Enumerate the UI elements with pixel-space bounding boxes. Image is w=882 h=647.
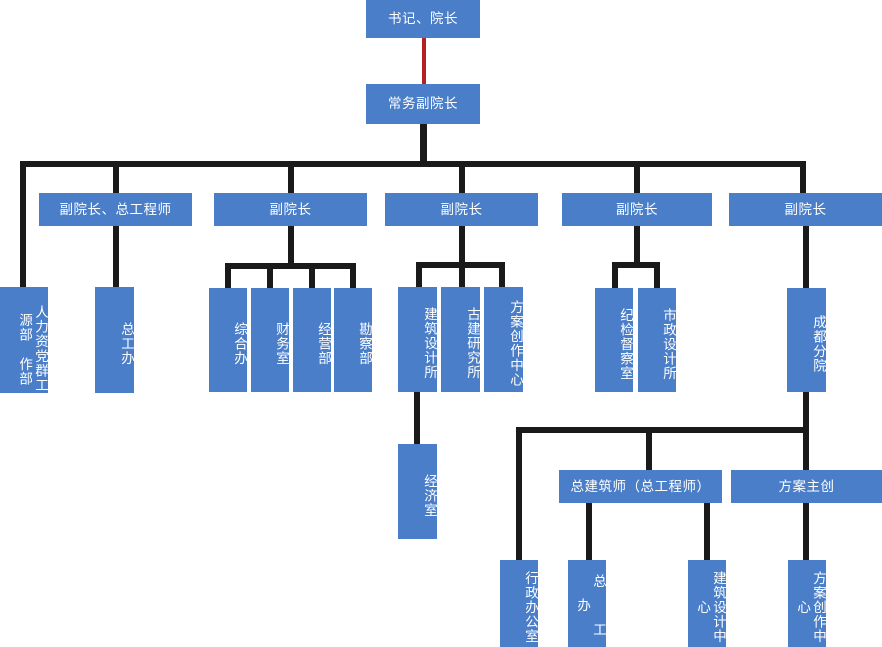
- node-vp-chief-engineer[interactable]: 副院长、总工程师: [39, 193, 192, 226]
- node-branch-chief-engineer-office[interactable]: 总 工 办: [568, 560, 606, 647]
- node-vice-president-3[interactable]: 副院长: [385, 193, 538, 226]
- node-executive-vice-president[interactable]: 常务副院长: [366, 84, 480, 124]
- node-general-office[interactable]: 综合办: [209, 288, 247, 392]
- node-municipal-design-institute[interactable]: 市政设计所: [638, 288, 676, 392]
- node-hr-dept-label: 人力资源部: [17, 305, 48, 349]
- connector-bus-drop-vp4: [634, 161, 640, 194]
- connector-chief-architect-to-branch-chief-engineer-office: [586, 503, 592, 560]
- connector-bus-drop-party-hr: [20, 161, 26, 287]
- connector-vp3-drop-ancient-architecture-institute: [459, 262, 465, 288]
- connector-vp2-drop-operations-dept: [309, 263, 315, 288]
- node-scheme-creation-center[interactable]: 方案创作中心: [484, 287, 523, 392]
- connector-bus-drop-vp1: [113, 161, 119, 194]
- connector-vp4-stem: [634, 226, 640, 266]
- node-survey-dept[interactable]: 勘察部: [334, 288, 372, 392]
- node-admin-office[interactable]: 行政办公室: [500, 560, 538, 647]
- node-chief-engineer-office[interactable]: 总工办: [95, 287, 134, 393]
- connector-branch-drop-scheme-lead: [803, 427, 809, 471]
- connector-chengdu-branch-bus: [516, 427, 809, 433]
- connector-president-to-exec-vp: [422, 38, 426, 84]
- node-secretary-president[interactable]: 书记、院长: [366, 0, 480, 38]
- node-discipline-inspection-office[interactable]: 纪检督察室: [595, 288, 633, 392]
- node-vice-president-2[interactable]: 副院长: [214, 193, 367, 226]
- connector-bus-drop-vp2: [288, 161, 294, 194]
- connector-branch-drop-chief-architect: [646, 427, 652, 471]
- connector-chief-architect-to-architecture-design-center: [704, 503, 710, 560]
- connector-vp3-stem: [459, 226, 465, 266]
- node-chengdu-branch[interactable]: 成都分院: [787, 288, 826, 392]
- connector-branch-drop-admin-office: [516, 427, 522, 560]
- connector-vp4-drop-discipline-inspection-office: [612, 262, 618, 288]
- node-ancient-architecture-institute[interactable]: 古建研究所: [441, 287, 480, 392]
- connector-vp-bus: [20, 161, 806, 167]
- connector-exec-vp-down: [420, 124, 427, 164]
- connector-vp2-drop-general-office: [225, 263, 231, 288]
- connector-vp4-drop-municipal-design-institute: [654, 262, 660, 288]
- node-scheme-lead[interactable]: 方案主创: [731, 470, 882, 503]
- node-party-work-and-hr-dept[interactable]: 人力资源部 党群工作部: [0, 287, 48, 393]
- connector-chengdu-branch-stem: [803, 392, 809, 432]
- node-architecture-design-institute[interactable]: 建筑设计所: [398, 287, 437, 392]
- node-operations-dept[interactable]: 经营部: [293, 288, 331, 392]
- connector-vp2-drop-finance-office: [267, 263, 273, 288]
- node-finance-office[interactable]: 财务室: [251, 288, 289, 392]
- connector-vp5-to-chengdu-branch: [803, 226, 809, 288]
- connector-architecture-institute-to-economics-office: [414, 392, 420, 445]
- node-vice-president-4[interactable]: 副院长: [562, 193, 712, 226]
- connector-vp1-to-chief-engineer-office: [113, 226, 119, 287]
- connector-vp2-stem: [288, 226, 294, 266]
- connector-vp4-bus: [612, 262, 660, 268]
- connector-vp3-drop-architecture-design-institute: [416, 262, 422, 288]
- node-branch-scheme-creation-center[interactable]: 方案创作中心: [788, 560, 826, 647]
- node-chief-architect[interactable]: 总建筑师（总工程师）: [559, 470, 722, 503]
- connector-vp3-drop-scheme-creation-center: [499, 262, 505, 288]
- connector-vp2-drop-survey-dept: [350, 263, 356, 288]
- node-architecture-design-center[interactable]: 建筑设计中心: [688, 560, 726, 647]
- node-party-work-dept-label: 党群工作部: [17, 349, 48, 393]
- node-economics-office[interactable]: 经济室: [398, 444, 437, 539]
- node-vice-president-5[interactable]: 副院长: [729, 193, 882, 226]
- connector-scheme-lead-to-branch-scheme-creation-center: [803, 503, 809, 560]
- connector-bus-drop-vp5: [800, 161, 806, 194]
- connector-vp2-bus: [225, 263, 356, 269]
- connector-bus-drop-vp3: [459, 161, 465, 194]
